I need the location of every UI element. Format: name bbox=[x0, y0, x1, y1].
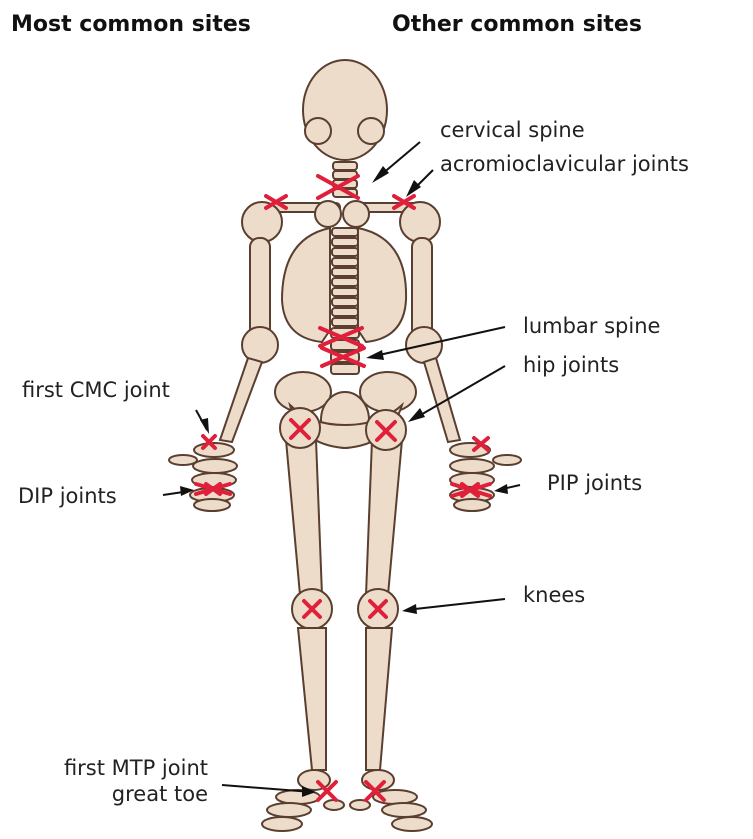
pelvis-left-wing bbox=[275, 372, 331, 412]
shoulder-right bbox=[400, 202, 440, 242]
sternum-knob-right bbox=[343, 201, 369, 227]
pelvis-right-wing bbox=[360, 372, 416, 412]
hand-left bbox=[169, 443, 237, 511]
jaw-right bbox=[358, 118, 384, 144]
tibia-left bbox=[298, 628, 326, 770]
hand-right bbox=[450, 443, 521, 511]
label-acromioclavicular-joints: acromioclavicular joints bbox=[440, 152, 689, 176]
forearm-left bbox=[220, 358, 262, 442]
foot-left bbox=[262, 770, 344, 831]
femur-right bbox=[366, 440, 402, 595]
femur-left bbox=[286, 440, 322, 595]
sternum-knob-left bbox=[315, 201, 341, 227]
label-dip-joints: DIP joints bbox=[18, 484, 117, 508]
skull bbox=[303, 60, 387, 160]
humerus-left bbox=[250, 238, 270, 338]
label-pip-joints: PIP joints bbox=[547, 471, 642, 495]
humerus-right bbox=[412, 238, 432, 338]
shoulder-left bbox=[242, 202, 282, 242]
arrow-first-mtp bbox=[222, 785, 312, 792]
label-first-cmc-joint: first CMC joint bbox=[22, 378, 170, 402]
label-knees: knees bbox=[523, 583, 585, 607]
label-first-mtp-joint: first MTP joint bbox=[22, 756, 208, 780]
foot-right bbox=[350, 770, 432, 831]
label-cervical-spine: cervical spine bbox=[440, 118, 585, 142]
ribcage-left bbox=[282, 228, 330, 342]
label-great-toe: great toe bbox=[22, 782, 208, 806]
ribcage-right bbox=[358, 228, 406, 342]
tibia-right bbox=[366, 628, 392, 770]
label-lumbar-spine: lumbar spine bbox=[523, 314, 660, 338]
jaw-left bbox=[305, 118, 331, 144]
forearm-right bbox=[424, 358, 460, 442]
arrow-hip-joints bbox=[412, 366, 505, 420]
label-hip-joints: hip joints bbox=[523, 353, 619, 377]
arrow-knees bbox=[406, 599, 505, 610]
